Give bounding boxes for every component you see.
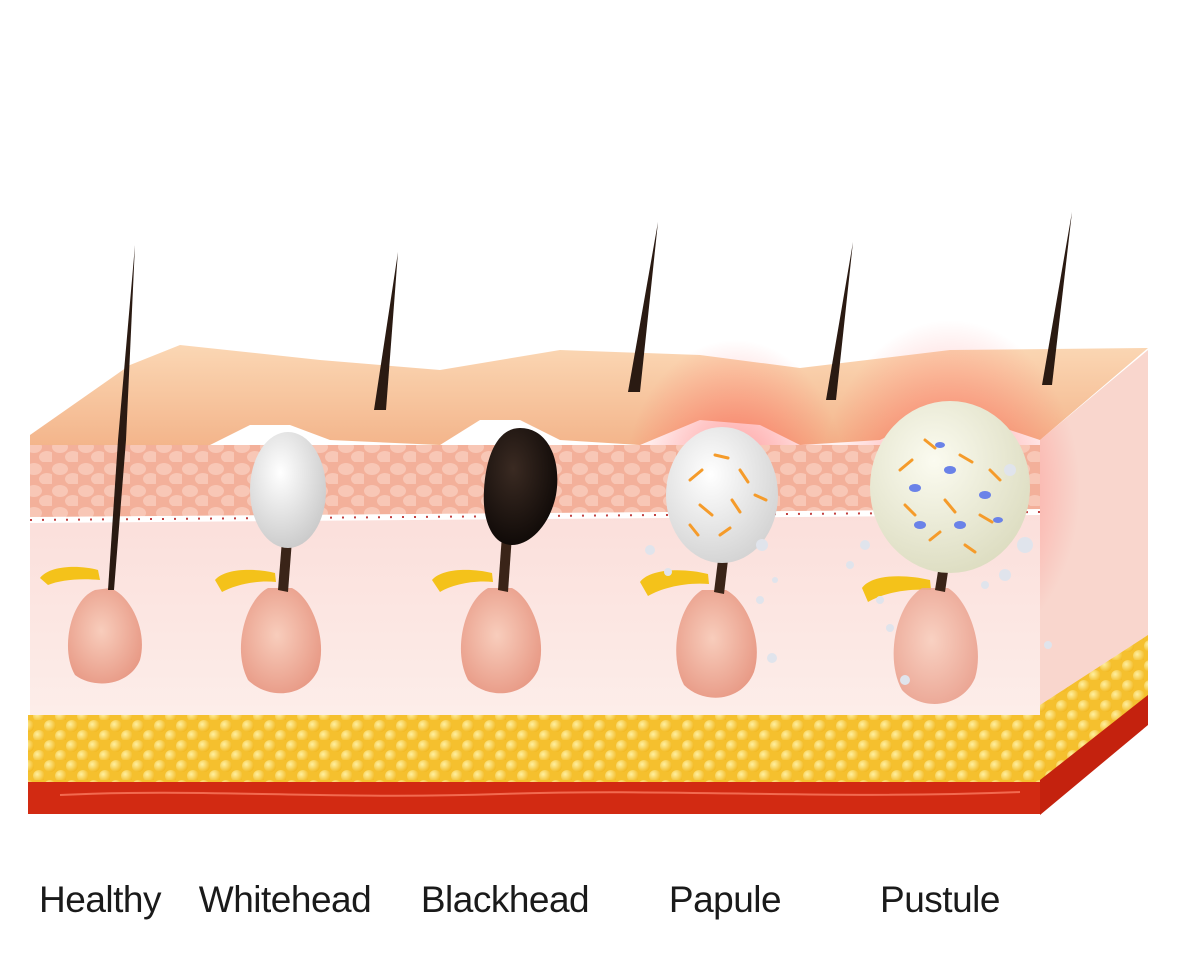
hair-shaft — [108, 245, 135, 590]
hair-shaft-top — [628, 222, 658, 392]
hair-shaft-top — [374, 252, 398, 410]
hair-shaft-top — [826, 242, 853, 400]
side-muscle — [1040, 695, 1148, 815]
white-cells — [645, 539, 778, 663]
white-cells — [846, 464, 1052, 685]
blackhead-plug — [483, 428, 558, 545]
hair-shaft — [714, 560, 728, 594]
whitehead-plug — [250, 432, 326, 548]
label-whitehead: Whitehead — [198, 879, 372, 920]
label-blackhead: Blackhead — [420, 879, 590, 920]
bacteria — [898, 438, 1002, 554]
side-fat — [1040, 635, 1148, 785]
sebaceous-gland — [432, 569, 493, 592]
pustule-follicle — [846, 212, 1072, 704]
hair-bulb — [460, 588, 542, 694]
hair-shaft-top — [1042, 212, 1072, 385]
hair-bulb — [893, 588, 978, 704]
sebaceous-gland — [640, 570, 709, 596]
hair-shaft — [498, 535, 512, 592]
whitehead-follicle — [215, 252, 398, 694]
muscle-layer — [28, 782, 1040, 814]
fat-layer — [28, 715, 1040, 785]
hair-bulb — [676, 590, 757, 698]
hair-shaft — [278, 540, 292, 592]
sebaceous-gland — [40, 566, 100, 585]
blackhead-follicle — [432, 222, 658, 694]
pustule-lesion — [870, 401, 1030, 573]
bacteria — [688, 453, 768, 537]
label-pustule: Pustule — [880, 879, 1000, 920]
label-healthy: Healthy — [39, 879, 161, 920]
papule-follicle — [640, 242, 853, 698]
healthy-follicle — [40, 245, 142, 684]
sebaceous-gland — [215, 569, 276, 592]
hair-bulb — [240, 588, 322, 694]
hair-bulb — [67, 588, 142, 684]
sebaceous-gland — [862, 576, 931, 602]
bacteria-blue — [909, 442, 1003, 529]
label-papule: Papule — [668, 879, 782, 920]
